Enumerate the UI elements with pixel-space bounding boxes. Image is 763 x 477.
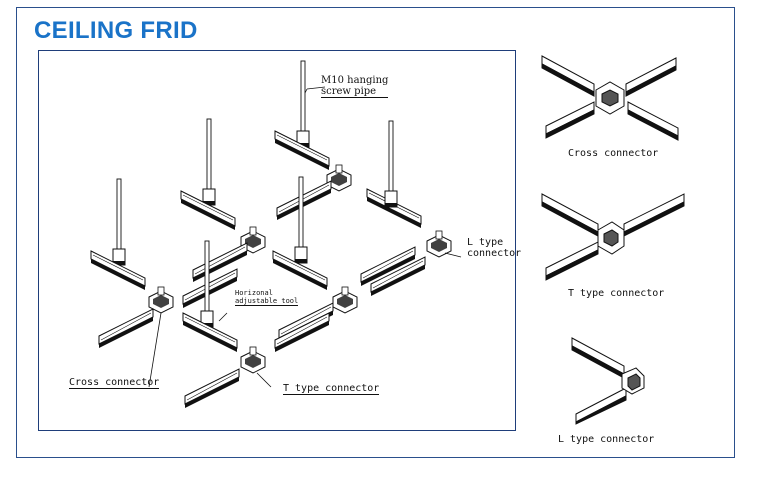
main-diagram-panel: M10 hanging screw pipe L type connector …: [38, 50, 521, 431]
caption-l-connector: L type connector: [558, 434, 655, 445]
side-panel-l: L type connector: [536, 330, 706, 448]
label-cross-connector: Cross connector: [69, 377, 160, 389]
rail-bottom-a: [184, 368, 240, 409]
label-horizontal-tool: Horizonal adjustable tool: [235, 289, 299, 306]
label-l-type-line1: L type: [467, 237, 504, 248]
label-horizontal-line2: adjustable tool: [235, 297, 299, 306]
hanger-left: [112, 178, 126, 266]
rail-left-c: [182, 268, 238, 309]
top-hanger: [296, 60, 310, 148]
caption-cross-connector: Cross connector: [568, 148, 659, 159]
node-t-connector: [240, 346, 266, 374]
side-panel-cross: Cross connector: [536, 50, 706, 165]
label-m10-line2: screw pipe: [321, 86, 389, 98]
leader-lines: [148, 86, 462, 388]
label-l-type-line2: connector: [467, 248, 522, 259]
t-connector-diagram: [541, 193, 685, 281]
caption-t-connector: T type connector: [568, 288, 665, 299]
rail-lu-b: [192, 242, 248, 283]
label-m10-line1: M10 hanging: [321, 75, 389, 86]
label-m10-hanging: M10 hanging screw pipe: [321, 75, 389, 98]
ceiling-grid-diagram: [90, 60, 462, 409]
label-horizontal-line1: Horizonal: [235, 289, 273, 297]
rail-top-b: [276, 180, 332, 221]
hanger-center: [294, 176, 308, 264]
node-l-connector: [426, 230, 452, 258]
hanger-right: [384, 120, 398, 208]
rail-left-b: [98, 308, 154, 349]
label-l-type: L type connector: [467, 237, 521, 259]
l-connector-diagram: [571, 337, 645, 425]
hanger-left-upper: [202, 118, 216, 206]
page-title: CEILING FRID: [34, 17, 198, 44]
label-t-type-connector: T type connector: [283, 383, 380, 395]
cross-connector-diagram: [541, 55, 679, 141]
node-center: [332, 286, 358, 314]
side-panel-t: T type connector: [536, 188, 706, 303]
